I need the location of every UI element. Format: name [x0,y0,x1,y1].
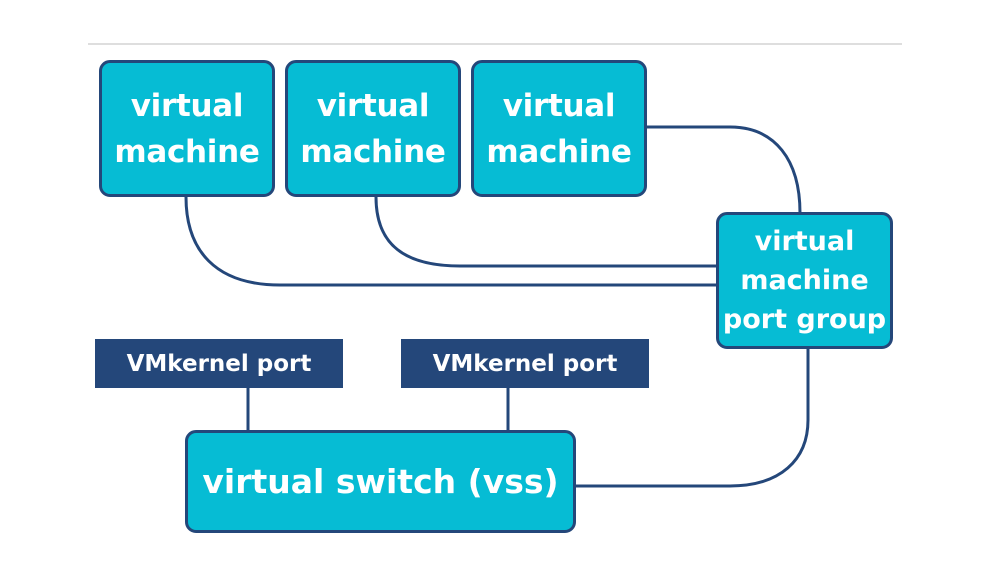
vmkernel-port-1-label: VMkernel port [126,350,312,377]
virtual-machine-3[interactable]: virtual machine [471,60,647,197]
portgroup-label-line1: virtual [754,226,855,257]
connector-portgroup-vss [574,348,810,488]
virtual-switch[interactable]: virtual switch (vss) [185,430,576,533]
connector-vm3-portgroup [644,125,802,214]
virtual-machine-port-group[interactable]: virtual machine port group [716,212,893,349]
portgroup-label-line3: port group [722,304,887,335]
virtual-switch-label: virtual switch (vss) [202,462,559,501]
vmkernel-port-2[interactable]: VMkernel port [401,339,649,388]
virtual-machine-2[interactable]: virtual machine [285,60,461,197]
connector-vm2-portgroup [374,196,718,268]
vm2-label-line1: virtual [316,87,430,124]
vm3-label-line2: machine [486,133,632,170]
connector-vm1-portgroup [184,196,718,287]
virtual-machine-1[interactable]: virtual machine [99,60,275,197]
vmkernel-port-2-label: VMkernel port [432,350,618,377]
vm1-label-line1: virtual [130,87,244,124]
portgroup-label-line2: machine [740,265,869,296]
vmkernel-port-1[interactable]: VMkernel port [95,339,343,388]
vm2-label-line2: machine [300,133,446,170]
vm1-label-line2: machine [114,133,260,170]
vm3-label-line1: virtual [502,87,616,124]
